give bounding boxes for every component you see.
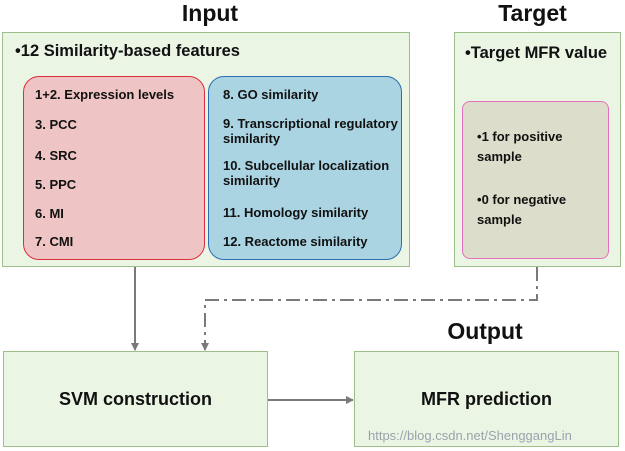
bullet-icon: • (477, 192, 482, 207)
target-item-negative: 0 for negative sample (477, 192, 567, 227)
output-heading: Output (447, 318, 523, 344)
target-to-svm-dashed-arrow (201, 267, 538, 351)
feature-item: 9. Transcriptional regulatory similarity (223, 116, 398, 146)
bullet-icon: • (465, 44, 471, 62)
input-panel: •12 Similarity-based features 1+2. Expre… (2, 32, 410, 267)
feature-item: 1+2. Expression levels (35, 87, 175, 102)
feature-item: 8. GO similarity (223, 87, 319, 102)
feature-item: 5. PPC (35, 177, 77, 192)
input-panel-title: •12 Similarity-based features (15, 42, 405, 61)
similarity-features-box: 8. GO similarity 9. Transcriptional regu… (208, 76, 402, 260)
feature-item: 7. CMI (35, 234, 74, 249)
feature-item: 10. Subcellular localization similarity (223, 158, 390, 188)
bullet-icon: • (477, 129, 482, 144)
input-heading: Input (181, 0, 239, 26)
target-values-box: •1 for positive sample •0 for negative s… (462, 101, 609, 259)
mfr-prediction-node: MFR prediction (354, 351, 619, 447)
bullet-icon: • (15, 42, 21, 60)
target-item: •0 for negative sample (477, 190, 599, 230)
feature-item: 12. Reactome similarity (223, 234, 368, 249)
input-panel-title-text: 12 Similarity-based features (20, 42, 240, 60)
target-panel-title-text: Target MFR value (470, 44, 608, 62)
svm-construction-node: SVM construction (3, 351, 268, 447)
feature-item: 6. MI (35, 206, 64, 221)
target-heading: Target (498, 0, 567, 26)
target-item: •1 for positive sample (477, 127, 599, 167)
correlation-features-box: 1+2. Expression levels 3. PCC 4. SRC 5. … (23, 76, 205, 260)
target-panel: •Target MFR value •1 for positive sample… (454, 32, 621, 267)
feature-item: 4. SRC (35, 148, 77, 163)
target-panel-title: •Target MFR value (465, 41, 615, 66)
watermark: https://blog.csdn.net/ShenggangLin (368, 428, 572, 443)
target-item-positive: 1 for positive sample (477, 129, 563, 164)
feature-item: 3. PCC (35, 117, 77, 132)
feature-item: 11. Homology similarity (223, 205, 369, 220)
